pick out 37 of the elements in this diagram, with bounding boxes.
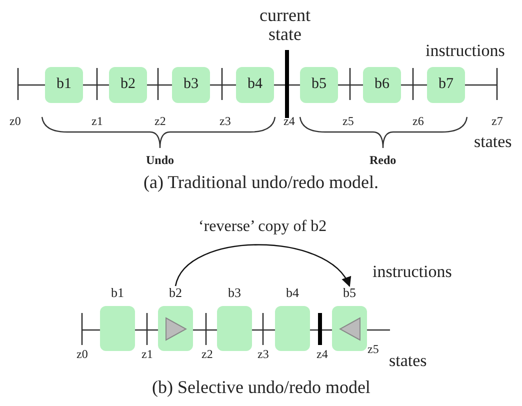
box-label: b4 <box>246 77 264 93</box>
state-label: z6 <box>412 115 424 128</box>
box-label: b2 <box>120 77 136 93</box>
state-label: z2 <box>202 348 213 361</box>
axis-label: states <box>389 352 427 370</box>
box-label: b5 <box>342 286 357 300</box>
box-label: b1 <box>110 286 125 300</box>
box-label: b7 <box>438 77 454 93</box>
box-label: b4 <box>285 286 300 300</box>
edge-label: ‘reverse’ copy of b2 <box>198 219 327 236</box>
box-label: b5 <box>310 77 328 93</box>
box-label: b6 <box>374 77 390 93</box>
curved-arrow <box>174 244 350 287</box>
axis-label: states <box>474 133 512 151</box>
state-label: current state <box>258 6 312 44</box>
state-label: z3 <box>258 348 269 361</box>
axis-label: instructions <box>426 42 505 60</box>
axis-label: instructions <box>372 263 452 281</box>
state-label: z5 <box>342 115 354 128</box>
state-label: z1 <box>92 115 103 128</box>
state-label: z4 <box>284 115 295 128</box>
state-label: z4 <box>316 348 328 361</box>
subfigure-caption: (a) Traditional undo/redo model. <box>144 173 378 192</box>
box-label: b3 <box>227 286 242 300</box>
box-label: b1 <box>56 77 72 93</box>
brace-label: Undo <box>146 154 174 167</box>
state-label: z2 <box>154 115 166 128</box>
state-label: z5 <box>368 343 379 356</box>
subfigure-caption: (b) Selective undo/redo model <box>152 378 370 397</box>
state-label: z1 <box>142 348 153 361</box>
box-label: b2 <box>168 286 183 300</box>
brace-label: Redo <box>370 154 396 167</box>
state-label: z0 <box>10 115 21 128</box>
state-label: z0 <box>76 348 88 361</box>
state-label: z7 <box>492 115 503 128</box>
state-label: z3 <box>220 115 231 128</box>
box-label: b3 <box>182 77 200 93</box>
